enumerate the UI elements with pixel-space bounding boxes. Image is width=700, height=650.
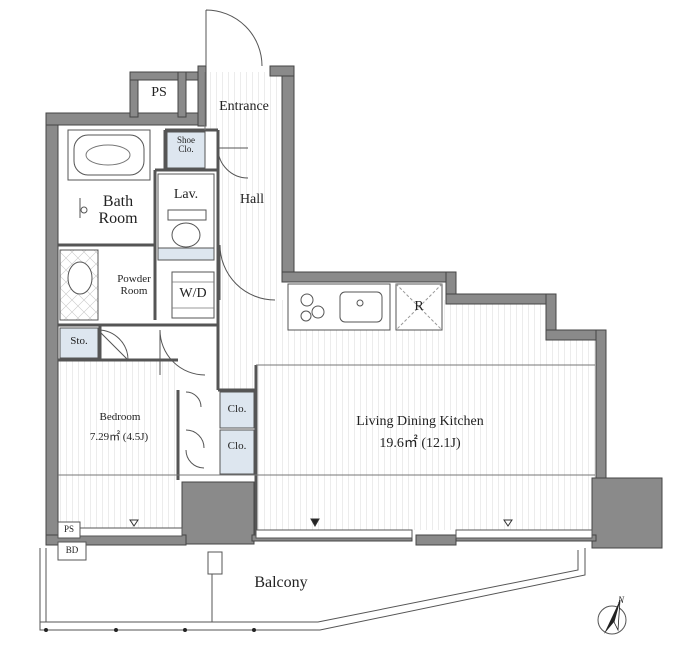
bd-box — [57, 541, 87, 561]
shower-icon — [79, 198, 88, 218]
hall-floor — [218, 130, 282, 390]
washbasin — [59, 249, 99, 321]
bedroom-area: 7.29㎡ (4.5J) — [89, 431, 149, 443]
entrance-label: Entrance — [219, 99, 269, 114]
closet-lower — [219, 429, 255, 475]
closet-upper-label: Clo. — [227, 403, 247, 415]
bd-label: BD — [65, 545, 79, 555]
closet-upper — [219, 391, 255, 429]
compass — [597, 599, 627, 635]
powder-room-line-1: Powder — [117, 273, 151, 285]
thin-lines — [58, 72, 595, 476]
shoe-closet-label: Shoe Clo. — [166, 135, 206, 155]
refrigerator-label: R — [414, 299, 424, 314]
bath-room-line-1: Bath — [102, 193, 134, 210]
refrigerator — [395, 283, 443, 331]
ldk-label: Living Dining Kitchen — [356, 414, 484, 429]
ldk-area: 19.6㎡ (12.1J) — [379, 436, 461, 451]
ldk-floor — [256, 300, 595, 530]
powder-room-label: Powder Room — [102, 273, 166, 297]
lavatory-label: Lav. — [173, 187, 199, 202]
compass-arrow — [604, 600, 620, 634]
kitchen-counter — [287, 283, 391, 331]
windows — [57, 527, 593, 539]
partitions — [58, 128, 258, 535]
bedroom-label: Bedroom — [99, 411, 141, 423]
balcony — [39, 548, 586, 631]
balcony-label: Balcony — [254, 574, 308, 591]
doors — [97, 9, 276, 469]
shoe-closet-line-2: Clo. — [178, 144, 194, 155]
compass-north-label: N — [617, 595, 624, 605]
shoe-closet-line-1: Shoe — [177, 135, 195, 145]
balcony-rail-dots — [44, 628, 256, 632]
closet-lower-label: Clo. — [227, 440, 247, 452]
storage — [59, 327, 99, 359]
bath-room-line-2: Room — [98, 209, 138, 227]
balcony-drain — [207, 551, 223, 575]
washer-dryer-label: W/D — [179, 286, 207, 301]
toilet — [157, 173, 215, 261]
ps-bottom-label: PS — [63, 524, 74, 534]
powder-room-line-2: Room — [120, 284, 148, 297]
bath-room-label: Bath Room — [88, 193, 148, 228]
ps-bottom-box — [57, 521, 81, 539]
washer-dryer — [171, 271, 215, 319]
shoe-closet — [166, 131, 206, 169]
hall-label: Hall — [239, 192, 265, 207]
window-markers — [129, 518, 513, 528]
bedroom-floor — [58, 360, 178, 530]
ps-label: PS — [151, 85, 167, 100]
storage-label: Sto. — [70, 335, 88, 347]
floor-hatching — [58, 72, 595, 530]
entrance-floor — [205, 72, 283, 130]
bathtub — [67, 129, 151, 181]
